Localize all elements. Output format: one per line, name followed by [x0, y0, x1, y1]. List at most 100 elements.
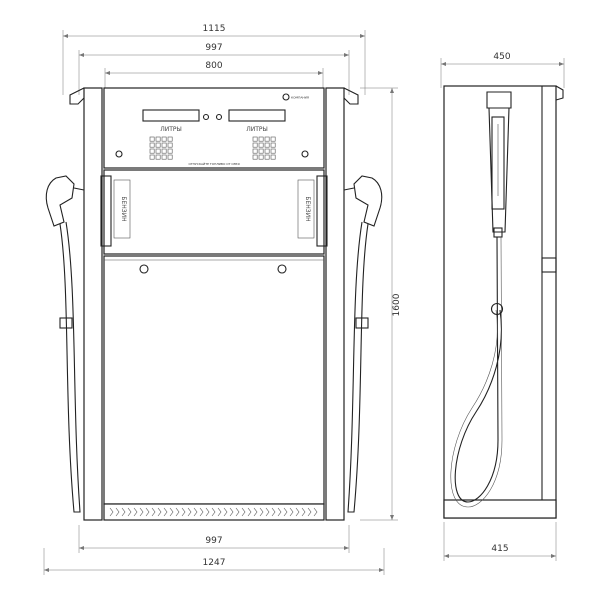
side-view	[443, 85, 564, 519]
keypad-key	[155, 142, 161, 148]
dim-bottom-overall: 1247	[43, 548, 385, 575]
base-chevron	[145, 507, 150, 517]
right-column	[325, 87, 345, 521]
base-chevron	[193, 507, 198, 517]
base-chevron	[289, 507, 294, 517]
head-screw-left	[115, 150, 123, 158]
keypad-key	[149, 142, 155, 148]
base-chevron	[163, 507, 168, 517]
dim-overall-top: 1115	[62, 24, 366, 95]
base-chevron	[301, 507, 306, 517]
keypad-key	[252, 136, 258, 142]
keypad-key	[149, 154, 155, 160]
keypad-key	[264, 148, 270, 154]
base-chevron	[223, 507, 228, 517]
base-chevron	[205, 507, 210, 517]
keypad-key	[167, 142, 173, 148]
display-right-window	[228, 109, 286, 122]
left-nozzle-assembly	[45, 175, 85, 513]
panel-caption: ОТПУСКАЙТЕ ТОПЛИВО ОТ СЕБЯ	[188, 161, 239, 166]
keypad-key	[161, 154, 167, 160]
left-nozzle-icon	[45, 175, 75, 227]
keypad-left	[149, 136, 173, 160]
dim-1115: 1115	[203, 24, 226, 34]
base-chevrons	[109, 507, 318, 517]
indicator-right	[215, 113, 223, 121]
base-chevron	[265, 507, 270, 517]
base-chevron	[181, 507, 186, 517]
logo-text: КОМПАНИЯ	[291, 96, 309, 100]
base-chevron	[259, 507, 264, 517]
base-chevron	[169, 507, 174, 517]
keypad-key	[161, 136, 167, 142]
base-chevron	[313, 507, 318, 517]
keypad-key	[258, 136, 264, 142]
base-chevron	[217, 507, 222, 517]
keypad-right	[252, 136, 276, 160]
display-right-label: ЛИТРЫ	[246, 126, 268, 133]
left-module-label: БЕНЗИН	[120, 196, 127, 221]
keypad-key	[252, 148, 258, 154]
base-chevron	[151, 507, 156, 517]
door-lock-right	[277, 264, 287, 274]
base-chevron	[277, 507, 282, 517]
dim-side-bottom: 415	[443, 522, 557, 561]
keypad-key	[270, 142, 276, 148]
display-head	[103, 87, 325, 169]
base-chevron	[307, 507, 312, 517]
keypad-key	[161, 148, 167, 154]
side-nozzle-icon	[486, 91, 512, 109]
base-chevron	[175, 507, 180, 517]
keypad-key	[167, 154, 173, 160]
keypad-key	[270, 136, 276, 142]
right-nozzle-icon	[353, 175, 383, 227]
base-chevron	[109, 507, 114, 517]
keypad-key	[270, 154, 276, 160]
base-chevron	[139, 507, 144, 517]
base-chevron	[235, 507, 240, 517]
keypad-key	[270, 148, 276, 154]
keypad-key	[155, 154, 161, 160]
base-chevron	[229, 507, 234, 517]
front-view: ЛИТРЫ ЛИТРЫ КОМПАНИЯ ОТПУСКАЙТЕ ТОПЛИВО …	[45, 87, 383, 521]
base-chevron	[295, 507, 300, 517]
left-column	[83, 87, 103, 521]
head-screw-right	[301, 150, 309, 158]
base-chevron	[199, 507, 204, 517]
indicator-left	[202, 113, 210, 121]
base-plinth	[103, 503, 325, 521]
keypad-key	[252, 154, 258, 160]
hose-swivel	[490, 302, 504, 316]
keypad-key	[264, 142, 270, 148]
left-top-hook	[69, 87, 85, 105]
dim-997-top: 997	[205, 43, 222, 53]
side-base	[443, 499, 557, 519]
keypad-key	[149, 136, 155, 142]
keypad-key	[167, 148, 173, 154]
door-lock-left	[139, 264, 149, 274]
dim-450: 450	[493, 52, 510, 62]
dim-head-width: 800	[104, 61, 324, 90]
keypad-key	[167, 136, 173, 142]
keypad-key	[258, 142, 264, 148]
base-chevron	[127, 507, 132, 517]
base-chevron	[157, 507, 162, 517]
display-left-label: ЛИТРЫ	[160, 126, 182, 133]
dim-415: 415	[491, 544, 508, 554]
dim-997-bottom: 997	[205, 536, 222, 546]
lower-cabinet	[103, 255, 325, 505]
base-chevron	[211, 507, 216, 517]
base-chevron	[271, 507, 276, 517]
keypad-key	[149, 148, 155, 154]
left-module-plate	[113, 179, 131, 239]
keypad-key	[264, 154, 270, 160]
keypad-key	[161, 142, 167, 148]
keypad-key	[258, 148, 264, 154]
dim-800: 800	[205, 61, 222, 71]
keypad-key	[258, 154, 264, 160]
base-chevron	[283, 507, 288, 517]
logo-icon	[282, 93, 290, 101]
dim-bottom-front: 997	[78, 525, 350, 553]
